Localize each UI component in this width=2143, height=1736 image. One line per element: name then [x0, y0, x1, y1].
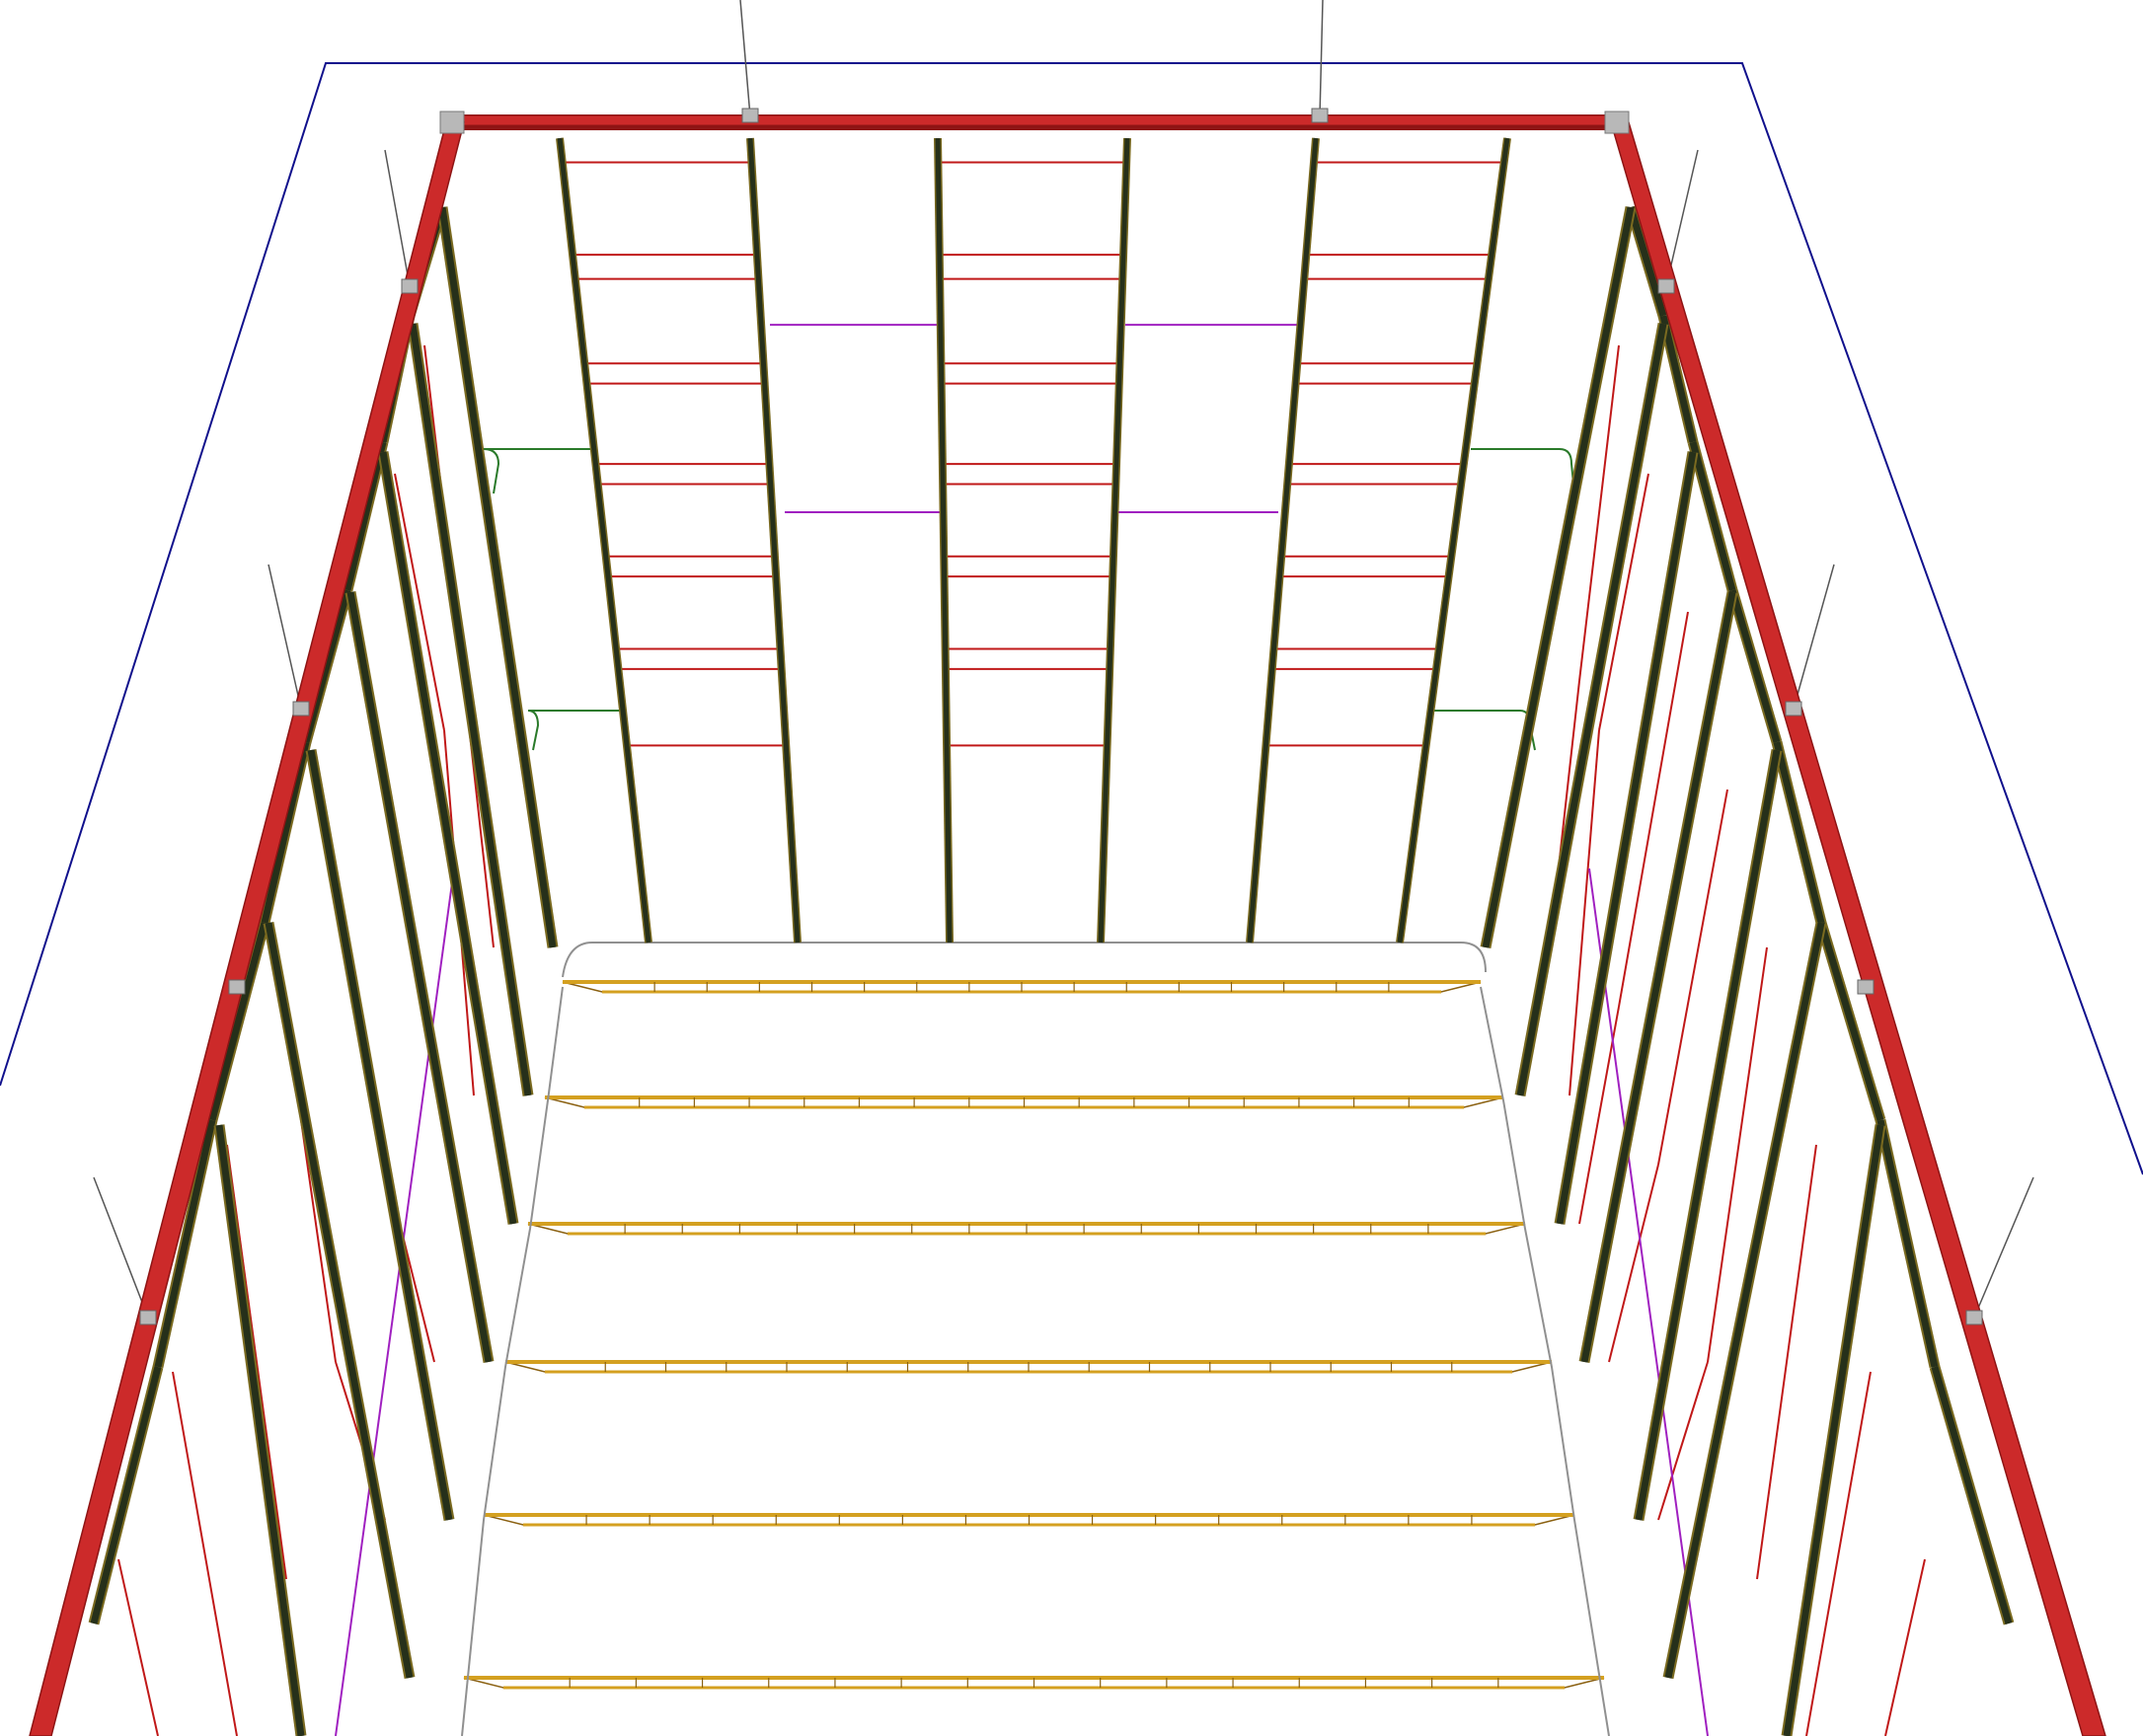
- side-wall-column-core: [438, 206, 557, 948]
- hanger-cable: [384, 149, 411, 287]
- side-wall-column-core: [265, 922, 414, 1679]
- guard-rail-left: [527, 710, 622, 751]
- back-wall-layer: [483, 137, 1575, 978]
- side-wall-column-core: [346, 591, 493, 1363]
- hanger-cable: [739, 0, 751, 117]
- hanger-cables-layer: [93, 0, 2034, 1319]
- connection-plate: [292, 701, 310, 717]
- side-wall-brace: [1618, 611, 1689, 1008]
- main-frame-layer: [29, 111, 2106, 1736]
- side-wall-column-core: [154, 1119, 216, 1368]
- side-wall-brace: [1598, 473, 1649, 731]
- connection-plate: [1785, 701, 1802, 717]
- side-wall-diagonal: [1588, 868, 1709, 1736]
- side-wall-column-core: [1482, 206, 1635, 948]
- connection-plate: [1965, 1310, 1983, 1325]
- inner-corner-post-left: [461, 986, 564, 1736]
- site-boundary-layer: [0, 62, 2143, 1175]
- connection-plate: [1311, 108, 1329, 123]
- side-wall-brace: [1578, 344, 1620, 682]
- side-wall-column-core: [1773, 741, 1825, 924]
- back-wall-column-core: [557, 137, 651, 943]
- side-wall-column-core: [307, 749, 453, 1521]
- side-wall-column-core: [1931, 1366, 2013, 1624]
- side-wall-column-core: [379, 451, 517, 1225]
- side-wall-column-core: [261, 741, 310, 924]
- guard-rail-right: [1431, 710, 1536, 751]
- left-main-girder: [29, 121, 465, 1736]
- guard-rail-right: [1471, 448, 1575, 494]
- hanger-cable: [268, 564, 302, 710]
- hanger-cable: [1665, 149, 1699, 287]
- side-walls-layer: [88, 205, 2015, 1736]
- side-wall-column-core: [1876, 1119, 1939, 1368]
- right-main-girder: [1609, 121, 2106, 1736]
- side-wall-column-core: [208, 922, 268, 1121]
- corner-node: [439, 111, 465, 134]
- guard-rail-left: [483, 448, 592, 494]
- side-wall-brace: [1805, 1371, 1872, 1736]
- side-wall-column-core: [344, 441, 387, 591]
- side-wall-brace: [394, 473, 445, 731]
- side-wall-column-core: [1556, 451, 1697, 1225]
- connection-plate: [228, 979, 246, 995]
- back-wall-column-core: [1397, 137, 1510, 943]
- floor-beams-layer: [461, 980, 1610, 1736]
- connection-plate: [139, 1310, 157, 1325]
- hanger-cable: [1319, 0, 1324, 117]
- side-wall-column-core: [1728, 589, 1781, 743]
- back-wall-column-core: [1247, 137, 1319, 943]
- connection-plate: [401, 278, 419, 294]
- hanger-cable: [1973, 1176, 2034, 1319]
- side-wall-brace: [1657, 1361, 1709, 1521]
- side-wall-column-core: [302, 589, 351, 743]
- connection-plate: [1657, 278, 1675, 294]
- side-wall-diagonal: [335, 868, 455, 1736]
- hanger-cable: [1793, 564, 1835, 710]
- connection-plate: [741, 108, 759, 123]
- side-wall-brace: [1884, 1558, 1926, 1736]
- side-wall-column-core: [1689, 441, 1736, 591]
- back-wall-column-core: [1098, 137, 1130, 943]
- side-wall-column-core: [1783, 1124, 1884, 1736]
- side-wall-column-core: [1817, 921, 1884, 1122]
- back-wall-column-core: [747, 137, 801, 943]
- side-wall-column-core: [1659, 315, 1697, 443]
- side-wall-brace: [1569, 729, 1600, 1096]
- side-wall-column-core: [1635, 749, 1781, 1521]
- side-wall-brace: [1608, 1164, 1659, 1363]
- corner-node: [1604, 111, 1630, 134]
- connection-plate: [1857, 979, 1875, 995]
- side-wall-column-core: [1664, 922, 1825, 1679]
- back-wall-column-core: [935, 137, 953, 943]
- side-wall-column-core: [409, 323, 532, 1096]
- side-wall-brace: [172, 1371, 238, 1736]
- side-wall-brace: [1756, 1144, 1817, 1580]
- side-wall-column-core: [1627, 205, 1667, 318]
- side-wall-column-core: [90, 1366, 162, 1624]
- side-wall-brace: [117, 1558, 159, 1736]
- site-boundary-line: [0, 62, 2143, 1175]
- connection-plates-layer: [139, 108, 1983, 1325]
- side-wall-brace: [1657, 789, 1728, 1166]
- hanger-cable: [93, 1176, 149, 1319]
- side-wall-column-core: [1516, 323, 1667, 1096]
- base-rail: [562, 942, 1487, 978]
- side-wall-column-core: [1580, 591, 1736, 1363]
- side-wall-brace: [1707, 946, 1768, 1363]
- inner-corner-post-right: [1480, 986, 1610, 1736]
- side-wall-column-core: [215, 1124, 305, 1736]
